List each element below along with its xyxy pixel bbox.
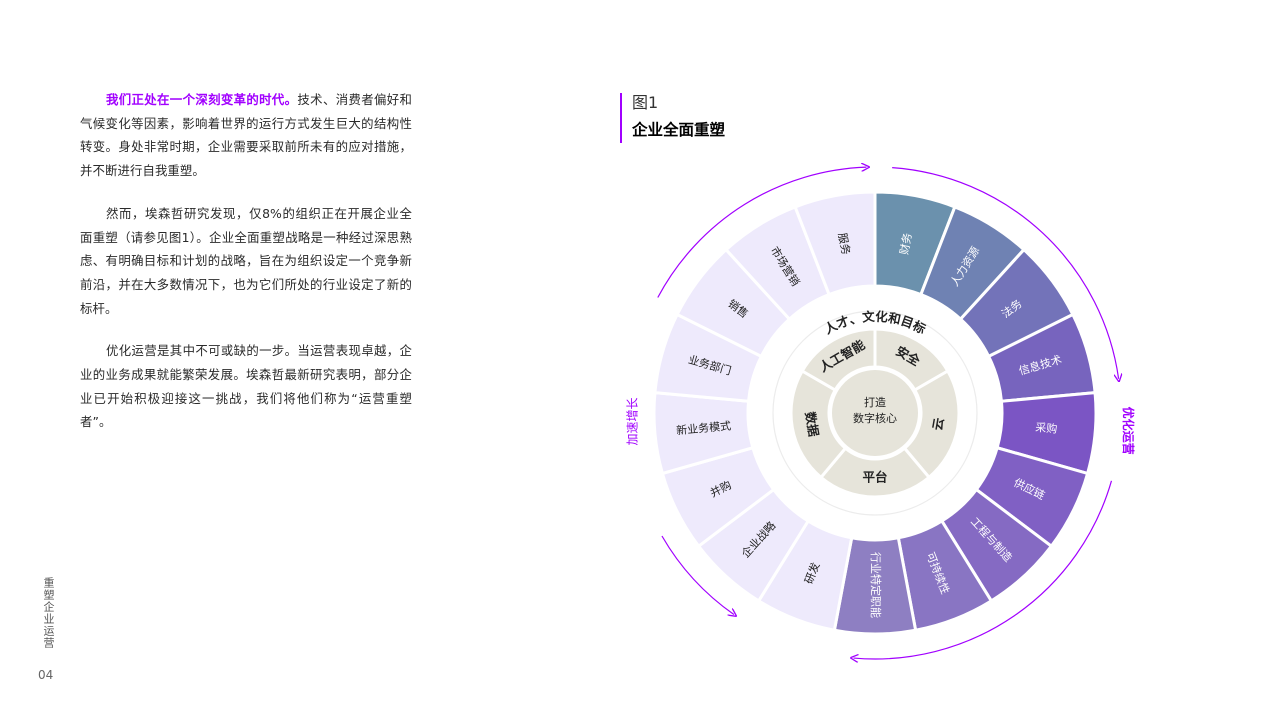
inner-segment-label: 平台 <box>862 470 887 485</box>
arc-label-right: 优化运营 <box>1121 407 1136 455</box>
arc-label-left: 加速增长 <box>626 397 640 445</box>
ops-arrow-top <box>892 167 1118 379</box>
reinvention-wheel-diagram: 财务人力资源法务信息技术采购供应链工程与制造可持续性行业特定职能研发企业战略并购… <box>626 150 1136 690</box>
figure-header: 图1 企业全面重塑 <box>620 93 725 143</box>
figure-label: 图1 <box>632 93 659 112</box>
outer-segment-17 <box>793 190 877 297</box>
lead-sentence: 我们正处在一个深刻变革的时代。 <box>106 92 298 107</box>
outer-segment-label: 财务 <box>897 232 915 256</box>
figure-title: 企业全面重塑 <box>632 121 726 139</box>
paragraph-3: 优化运营是其中不可或缺的一步。当运营表现卓越，企业的业务成果就能繁荣发展。埃森哲… <box>80 343 412 430</box>
growth-arrow-top <box>657 167 867 298</box>
paragraph-2: 然而，埃森哲研究发现，仅8%的组织正在开展企业全面重塑（请参见图1）。企业全面重… <box>80 205 412 316</box>
outer-segment-label: 新业务模式 <box>676 418 732 437</box>
paragraph-1-text: 技术、消费者偏好和气候变化等因素，影响着世界的运行方式发生巨大的结构性转变。身处… <box>80 92 413 179</box>
paragraph-1: 我们正处在一个深刻变革的时代。技术、消费者偏好和气候变化等因素，影响着世界的运行… <box>80 88 412 183</box>
outer-segment-label: 服务 <box>835 232 852 256</box>
inner-segment-label: 云 <box>930 416 947 431</box>
ops-arrow-bottom <box>854 480 1113 659</box>
page-number: 04 <box>38 668 54 682</box>
core-line-2: 数字核心 <box>853 411 897 425</box>
inner-segment-label: 数据 <box>802 410 821 439</box>
core-line-1: 打造 <box>864 395 886 409</box>
middle-ring <box>772 310 978 516</box>
outer-segment-label: 采购 <box>1035 420 1058 436</box>
inner-segment-5 <box>800 327 877 393</box>
digital-core-circle <box>832 370 918 456</box>
growth-arrow-bottom <box>661 535 734 615</box>
article-body: 我们正处在一个深刻变革的时代。技术、消费者偏好和气候变化等因素，影响着世界的运行… <box>80 88 412 453</box>
outer-ring: 财务人力资源法务信息技术采购供应链工程与制造可持续性行业特定职能研发企业战略并购… <box>652 190 1098 636</box>
vertical-section-title: 重塑企业运营 <box>42 577 55 649</box>
outer-segment-label: 行业特定职能 <box>869 552 883 618</box>
